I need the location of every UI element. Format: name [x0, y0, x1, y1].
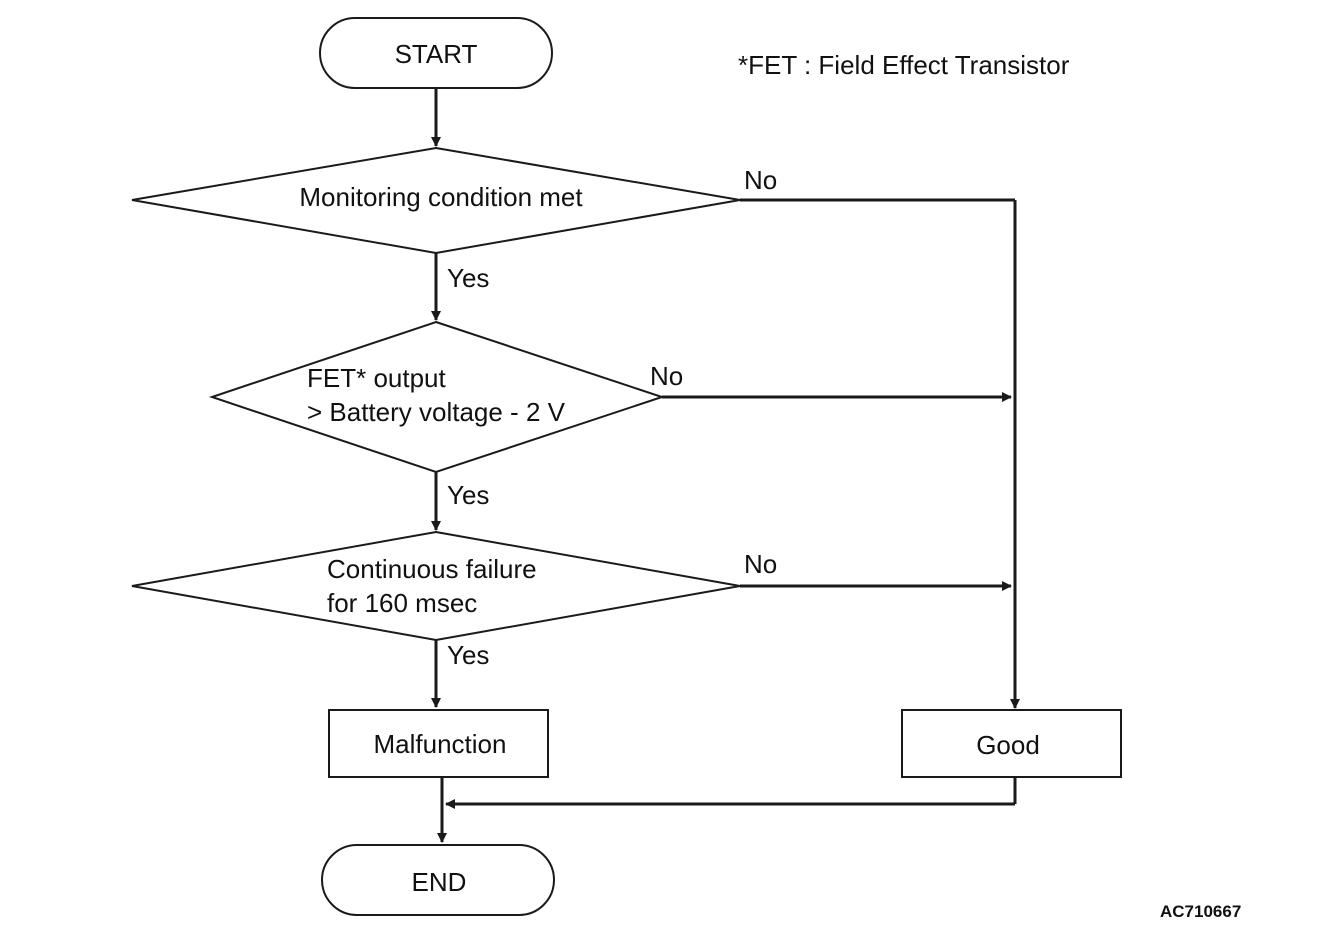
- d3-yes-label: Yes: [447, 640, 489, 670]
- d3-no-label: No: [744, 549, 777, 579]
- d2-no-label: No: [650, 361, 683, 391]
- good-label: Good: [976, 730, 1040, 760]
- d1-no-label: No: [744, 165, 777, 195]
- decision-continuous-failure: [131, 530, 741, 642]
- end-label: END: [412, 867, 467, 897]
- decision3-label-line2: for 160 msec: [327, 588, 477, 618]
- malfunction-label: Malfunction: [374, 729, 507, 759]
- footnote: *FET : Field Effect Transistor: [738, 50, 1070, 80]
- decision2-label-line1: FET* output: [307, 363, 447, 393]
- d1-yes-label: Yes: [447, 263, 489, 293]
- end-terminal: [321, 844, 555, 916]
- malfunction-box: [328, 709, 549, 778]
- decision1-label: Monitoring condition met: [299, 182, 583, 212]
- good-box: [901, 709, 1122, 778]
- decision2-label-line2: > Battery voltage - 2 V: [307, 397, 566, 427]
- figure-code: AC710667: [1160, 902, 1241, 921]
- start-label: START: [395, 39, 478, 69]
- d2-yes-label: Yes: [447, 480, 489, 510]
- decision3-label-line1: Continuous failure: [327, 554, 537, 584]
